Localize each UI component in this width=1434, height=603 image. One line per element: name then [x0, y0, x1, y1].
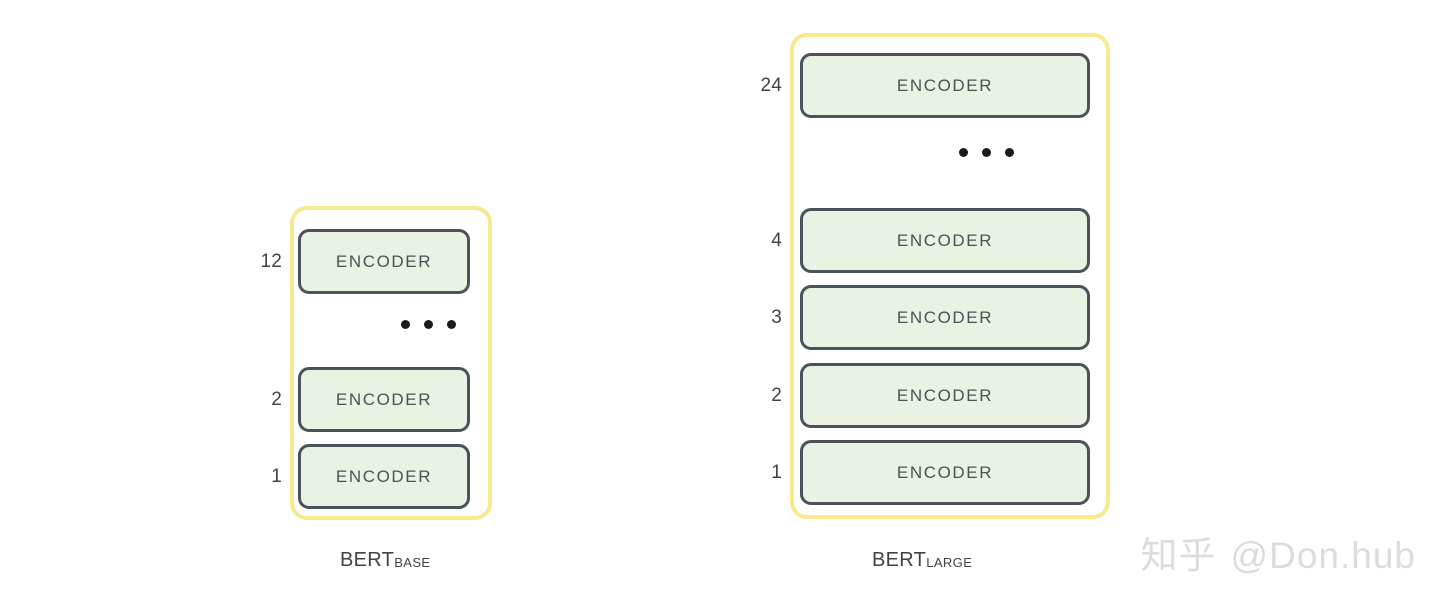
- layer-number: 4: [771, 230, 782, 251]
- dot-icon: [447, 320, 456, 329]
- dot-icon: [982, 148, 991, 157]
- layer-row: 2 ENCODER: [246, 367, 492, 432]
- encoder-block[interactable]: ENCODER: [800, 53, 1090, 118]
- layer-row: 1 ENCODER: [246, 444, 492, 509]
- caption-subscript-text: BASE: [394, 555, 431, 570]
- layer-number: 12: [260, 251, 282, 272]
- layer-number: 1: [271, 466, 282, 487]
- ellipsis-dots: [401, 320, 456, 329]
- layer-number: 2: [271, 389, 282, 410]
- encoder-label: ENCODER: [335, 466, 433, 486]
- layer-number: 1: [771, 462, 782, 483]
- encoder-label: ENCODER: [335, 251, 433, 271]
- layer-number: 24: [760, 75, 782, 96]
- layer-row: 4 ENCODER: [744, 208, 1110, 273]
- layer-row: 24 ENCODER: [744, 53, 1110, 118]
- dot-icon: [959, 148, 968, 157]
- layer-row: 3 ENCODER: [744, 285, 1110, 350]
- caption-main-text: BERT: [872, 549, 927, 571]
- layer-row: 2 ENCODER: [744, 363, 1110, 428]
- encoder-label: ENCODER: [896, 230, 994, 250]
- bert-large-caption: BERTLARGE: [872, 549, 972, 572]
- caption-main-text: BERT: [340, 549, 395, 571]
- encoder-block[interactable]: ENCODER: [298, 367, 470, 432]
- layer-row: 12 ENCODER: [246, 229, 492, 294]
- encoder-label: ENCODER: [896, 385, 994, 405]
- dot-icon: [401, 320, 410, 329]
- caption-subscript-text: LARGE: [926, 555, 973, 570]
- encoder-block[interactable]: ENCODER: [298, 444, 470, 509]
- layer-number: 3: [771, 307, 782, 328]
- encoder-block[interactable]: ENCODER: [800, 363, 1090, 428]
- layer-row: 1 ENCODER: [744, 440, 1110, 505]
- encoder-block[interactable]: ENCODER: [800, 440, 1090, 505]
- zhihu-watermark: 知乎 @Don.hub: [1141, 525, 1416, 579]
- encoder-label: ENCODER: [335, 389, 433, 409]
- encoder-label: ENCODER: [896, 462, 994, 482]
- watermark-handle-text: @Don.hub: [1230, 535, 1416, 576]
- layer-number: 2: [771, 385, 782, 406]
- bert-base-caption: BERTBASE: [340, 549, 430, 572]
- encoder-block[interactable]: ENCODER: [298, 229, 470, 294]
- encoder-label: ENCODER: [896, 75, 994, 95]
- encoder-block[interactable]: ENCODER: [800, 285, 1090, 350]
- dot-icon: [1005, 148, 1014, 157]
- watermark-site-text: 知乎: [1140, 535, 1217, 576]
- encoder-block[interactable]: ENCODER: [800, 208, 1090, 273]
- dot-icon: [424, 320, 433, 329]
- ellipsis-dots: [959, 148, 1014, 157]
- encoder-label: ENCODER: [896, 307, 994, 327]
